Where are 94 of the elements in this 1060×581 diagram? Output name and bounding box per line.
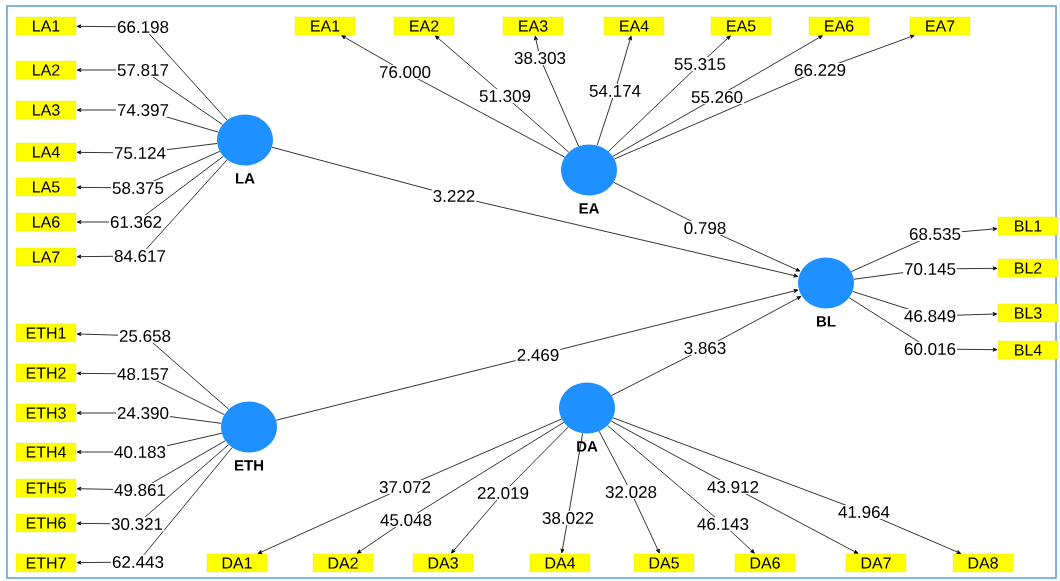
- edge-label: 46.849: [903, 309, 957, 323]
- indicator-box: LA5: [15, 177, 77, 197]
- arrow: [534, 35, 579, 147]
- edge-label: 57.817: [116, 63, 170, 77]
- indicator-box: EA3: [502, 16, 564, 36]
- edge-label: 24.390: [116, 406, 170, 421]
- indicator-box: LA3: [15, 100, 77, 120]
- indicator-box: EA6: [808, 16, 870, 36]
- edge-label: 3.863: [682, 341, 728, 355]
- indicator-box: BL1: [997, 216, 1059, 236]
- indicator-box: BL3: [997, 303, 1059, 323]
- edge-label: 55.315: [673, 57, 727, 71]
- edge-label: 41.964: [837, 505, 891, 519]
- arrow: [608, 35, 731, 152]
- indicator-box: EA2: [393, 16, 455, 36]
- indicator-box: ETH7: [15, 553, 77, 573]
- arrow: [271, 146, 799, 278]
- edge-label: 76.000: [378, 65, 432, 79]
- edge-label: 55.260: [690, 90, 744, 104]
- arrow: [356, 422, 565, 554]
- node-label: ETH: [235, 460, 263, 471]
- edge-label: 46.143: [696, 517, 750, 532]
- edge-label: 62.443: [111, 555, 165, 570]
- indicator-box: BL4: [997, 340, 1059, 360]
- indicator-box: LA1: [15, 16, 77, 36]
- indicator-box: EA7: [909, 16, 971, 36]
- indicator-box: DA7: [845, 553, 907, 573]
- arrow: [614, 34, 915, 160]
- edge-label: 43.912: [706, 480, 760, 494]
- edge-label: 49.861: [113, 483, 167, 497]
- edge-label: 22.019: [476, 486, 530, 500]
- arrow: [435, 35, 570, 153]
- arrow: [596, 35, 632, 146]
- indicator-box: LA2: [15, 60, 77, 80]
- indicator-box: DA2: [312, 553, 374, 573]
- edge-label: 0.798: [682, 221, 728, 235]
- arrow: [607, 425, 755, 554]
- edge-label: 38.022: [541, 511, 595, 525]
- edge-label: 40.183: [113, 445, 167, 459]
- arrow: [257, 418, 562, 554]
- edge-label: 45.048: [379, 513, 433, 528]
- edge-label: 60.016: [903, 342, 957, 357]
- arrow: [560, 433, 583, 554]
- indicator-box: BL2: [997, 258, 1059, 278]
- node-label: DA: [577, 441, 598, 452]
- edge-label: 51.309: [478, 89, 532, 103]
- edge-label: 66.198: [116, 20, 170, 34]
- edge-label: 58.375: [111, 181, 165, 195]
- edge-label: 54.174: [588, 84, 642, 98]
- arrow: [613, 181, 801, 272]
- indicator-box: ETH3: [15, 403, 77, 423]
- arrow: [341, 35, 566, 158]
- indicator-box: DA4: [529, 553, 591, 573]
- indicator-box: EA5: [710, 16, 772, 36]
- arrow: [612, 417, 962, 554]
- indicator-box: ETH6: [15, 513, 77, 533]
- node-label: LA: [236, 173, 255, 184]
- edge-label: 3.222: [431, 189, 477, 203]
- arrow: [610, 420, 859, 554]
- edge-label: 38.303: [513, 51, 567, 65]
- indicator-box: ETH2: [15, 363, 77, 383]
- edge-label: 70.145: [903, 262, 957, 276]
- arrow: [611, 296, 802, 396]
- edge-label: 66.229: [793, 63, 847, 77]
- indicator-box: LA7: [15, 247, 77, 267]
- indicator-box: LA4: [15, 142, 77, 162]
- indicator-box: ETH1: [15, 323, 77, 343]
- indicator-box: DA6: [734, 553, 796, 573]
- edge-label: 74.397: [116, 103, 170, 117]
- indicator-box: EA4: [603, 16, 665, 36]
- arrow: [598, 430, 660, 554]
- edge-label: 32.028: [604, 485, 658, 499]
- indicator-box: ETH4: [15, 442, 77, 462]
- node-label: EA: [579, 203, 600, 214]
- edge-label: 61.362: [109, 215, 163, 229]
- indicator-box: DA3: [412, 553, 474, 573]
- indicator-box: LA6: [15, 212, 77, 232]
- edge-label: 30.321: [110, 517, 164, 532]
- indicator-box: EA1: [294, 16, 356, 36]
- edge-label: 75.124: [113, 146, 167, 160]
- edge-label: 37.072: [378, 480, 432, 494]
- edge-label: 68.535: [908, 227, 962, 241]
- arrow: [612, 35, 823, 157]
- indicator-box: DA8: [952, 553, 1014, 573]
- edge-label: 84.617: [113, 249, 167, 263]
- arrow: [275, 289, 799, 421]
- edge-label: 48.157: [116, 367, 170, 381]
- indicator-box: DA5: [633, 553, 695, 573]
- indicator-box: DA1: [206, 553, 268, 573]
- indicator-box: ETH5: [15, 478, 77, 498]
- edge-label: 2.469: [515, 348, 561, 362]
- edge-label: 25.658: [118, 329, 172, 343]
- arrow: [451, 426, 569, 554]
- node-label: BL: [817, 316, 836, 327]
